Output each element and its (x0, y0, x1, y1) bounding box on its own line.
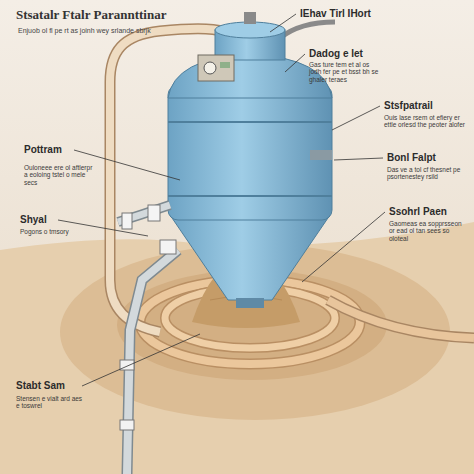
callout-note: Pogons o tmsory (20, 228, 90, 235)
callout-heading: Shyal (20, 214, 47, 226)
hose (328, 300, 474, 338)
tank-body (168, 85, 332, 220)
callout-heading: Stabt Sam (16, 380, 65, 392)
control-box (198, 55, 234, 81)
callout-note: Das ve a tol cf thesnet pe psortenestey … (387, 166, 469, 181)
hose (328, 300, 474, 338)
tank-band (168, 121, 332, 123)
tank-shoulder (168, 54, 332, 98)
port (310, 150, 332, 160)
callout-heading: Dadog e let (309, 48, 363, 60)
leader-line (334, 158, 383, 160)
callout-note: Ouloneee ere ol aftlerpr a eoloing tstel… (24, 164, 94, 186)
callout-note: Stensen e vialt ard aes e toswrel (16, 395, 86, 410)
pipe-fitting (148, 205, 160, 221)
callout-note: Ouis lase rsem ot efiery er ettle orlesd… (384, 114, 468, 129)
pipe (127, 250, 178, 474)
tank-lid (215, 22, 285, 38)
pipe (127, 250, 178, 474)
callout-note: Gas ture tem et al os jodh fer pe et bss… (309, 61, 379, 83)
indicator (220, 62, 230, 68)
leader-line (58, 220, 148, 236)
leader-line (82, 334, 200, 386)
callout-heading: Ssohrl Paen (389, 206, 447, 218)
tank-cone (170, 215, 330, 300)
title: Stsatalr Ftalr Parannttinar (16, 8, 166, 23)
hose (280, 22, 335, 38)
callout-heading: IEhav Tirl IHort (300, 8, 371, 20)
callout-heading: Bonl Falpt (387, 152, 436, 164)
leader-line (270, 14, 296, 32)
gauge (204, 62, 216, 74)
callout-heading: Pottram (24, 144, 62, 156)
leader-line (285, 54, 305, 72)
leader-line (302, 212, 385, 282)
tank-outlet (236, 298, 264, 308)
callout-heading: Stsfpatrail (384, 100, 433, 112)
tank-valve (244, 12, 256, 24)
pipe-fitting (122, 213, 132, 229)
tank-band (168, 195, 332, 197)
leader-lines (58, 14, 385, 386)
subtitle: Enjuob ol fl pe rt as joinh wey srlande … (18, 27, 151, 35)
pipe-fitting (160, 240, 176, 254)
callout-note: Gaomeas ea sopprsseon or ead ol tan sees… (389, 220, 469, 242)
leader-line (332, 106, 380, 130)
pipe-fitting (120, 420, 134, 430)
